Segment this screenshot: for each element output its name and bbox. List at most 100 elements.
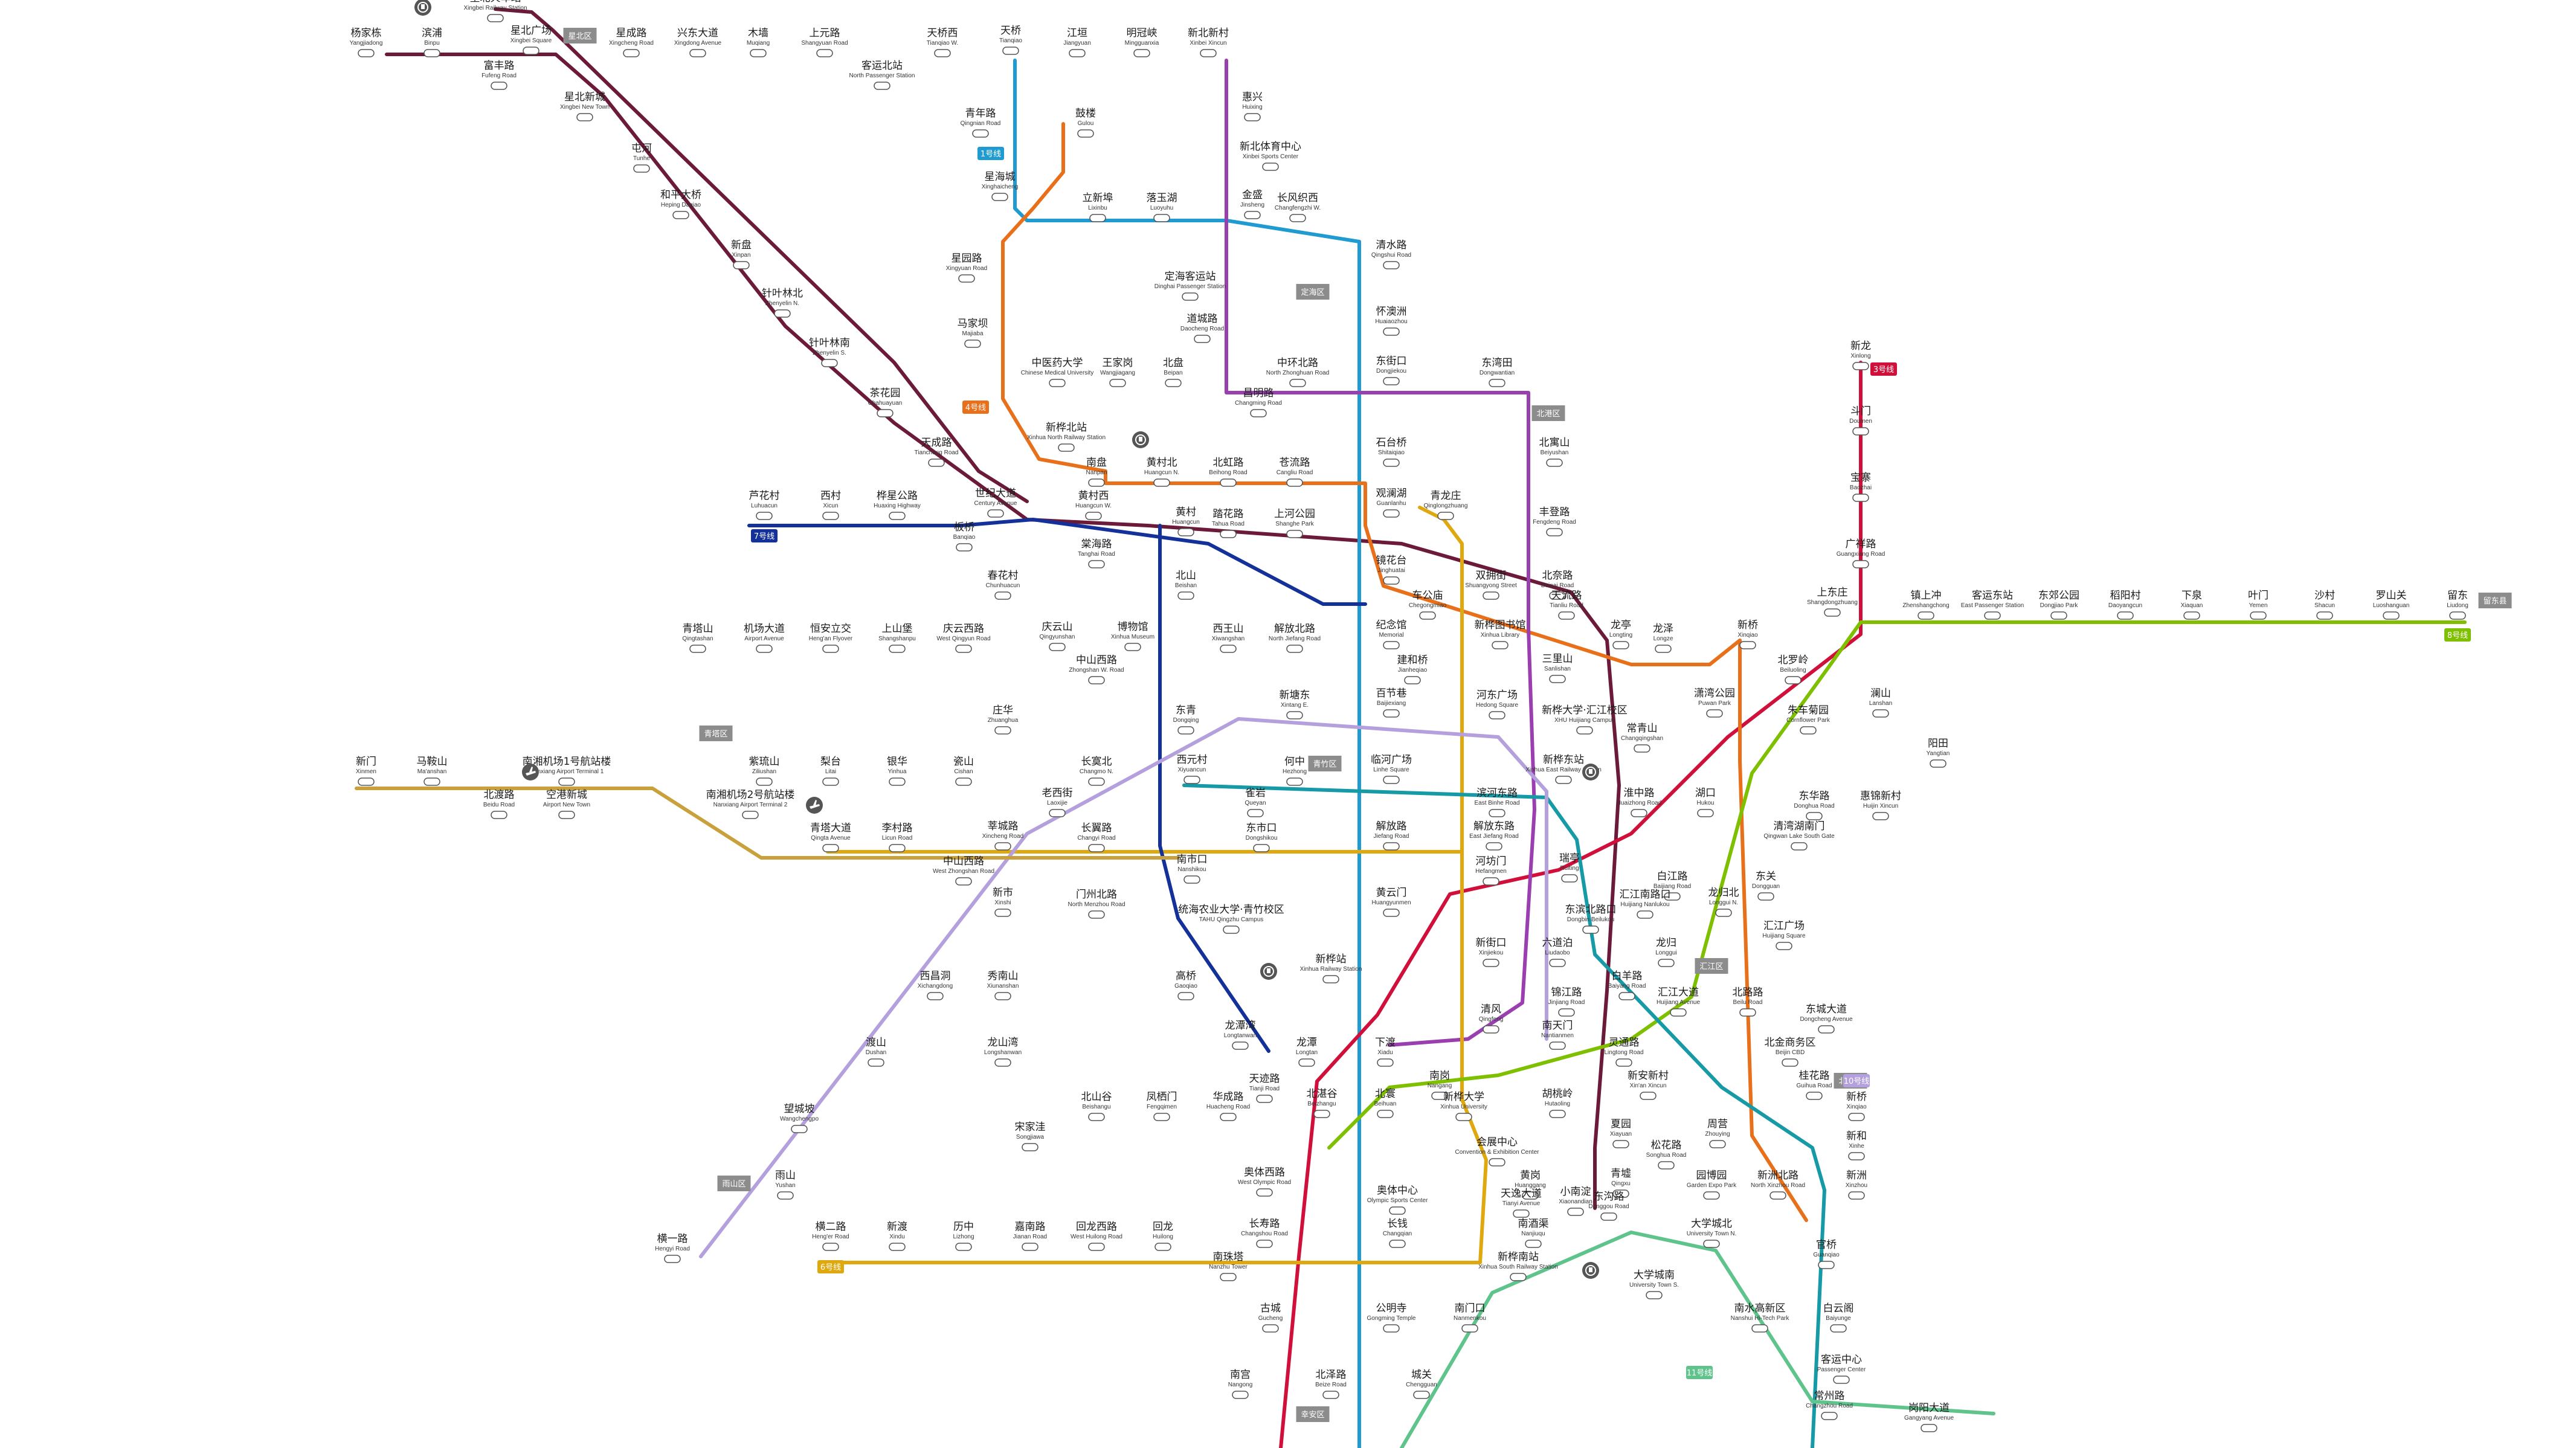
station-marker[interactable] — [927, 992, 944, 1000]
station-marker[interactable] — [1262, 162, 1279, 171]
station-marker[interactable] — [1576, 726, 1593, 735]
station-marker[interactable] — [1383, 1324, 1400, 1333]
station-marker[interactable] — [664, 1255, 681, 1263]
station-marker[interactable] — [1383, 576, 1400, 585]
station-marker[interactable] — [1546, 528, 1563, 536]
station-marker[interactable] — [1419, 611, 1436, 620]
station-marker[interactable] — [1806, 1092, 1823, 1100]
station-marker[interactable] — [958, 274, 975, 283]
station-marker[interactable] — [1220, 1273, 1237, 1281]
station-marker[interactable] — [1389, 1240, 1406, 1248]
station-marker[interactable] — [1383, 709, 1400, 718]
station-marker[interactable] — [1058, 443, 1075, 452]
station-marker[interactable] — [994, 726, 1011, 735]
station-marker[interactable] — [1383, 459, 1400, 467]
station-marker[interactable] — [1085, 512, 1102, 520]
station-marker[interactable] — [1918, 611, 1934, 620]
station-marker[interactable] — [822, 777, 839, 786]
station-marker[interactable] — [1492, 641, 1509, 649]
station-marker[interactable] — [1286, 777, 1303, 786]
station-marker[interactable] — [1289, 379, 1306, 387]
station-marker[interactable] — [1069, 49, 1086, 57]
station-marker[interactable] — [1513, 1209, 1530, 1218]
station-marker[interactable] — [1646, 1291, 1663, 1299]
station-marker[interactable] — [1612, 1189, 1629, 1198]
station-marker[interactable] — [1133, 49, 1150, 57]
station-marker[interactable] — [1806, 812, 1823, 820]
station-marker[interactable] — [1223, 925, 1240, 934]
station-marker[interactable] — [1489, 711, 1505, 719]
station-marker[interactable] — [874, 82, 890, 90]
station-marker[interactable] — [423, 49, 440, 57]
station-marker[interactable] — [1757, 892, 1774, 901]
station-marker[interactable] — [2383, 611, 2400, 620]
station-marker[interactable] — [1404, 676, 1421, 684]
station-marker[interactable] — [1437, 512, 1454, 520]
station-marker[interactable] — [1546, 459, 1563, 467]
station-marker[interactable] — [1612, 1140, 1629, 1148]
station-marker[interactable] — [972, 129, 989, 138]
station-marker[interactable] — [1489, 1158, 1505, 1166]
station-marker[interactable] — [1555, 776, 1572, 784]
station-marker[interactable] — [1177, 528, 1194, 536]
station-marker[interactable] — [756, 645, 773, 653]
station-marker[interactable] — [1830, 1324, 1847, 1333]
station-marker[interactable] — [1244, 211, 1261, 219]
station-marker[interactable] — [1089, 214, 1106, 222]
station-marker[interactable] — [1383, 509, 1400, 518]
